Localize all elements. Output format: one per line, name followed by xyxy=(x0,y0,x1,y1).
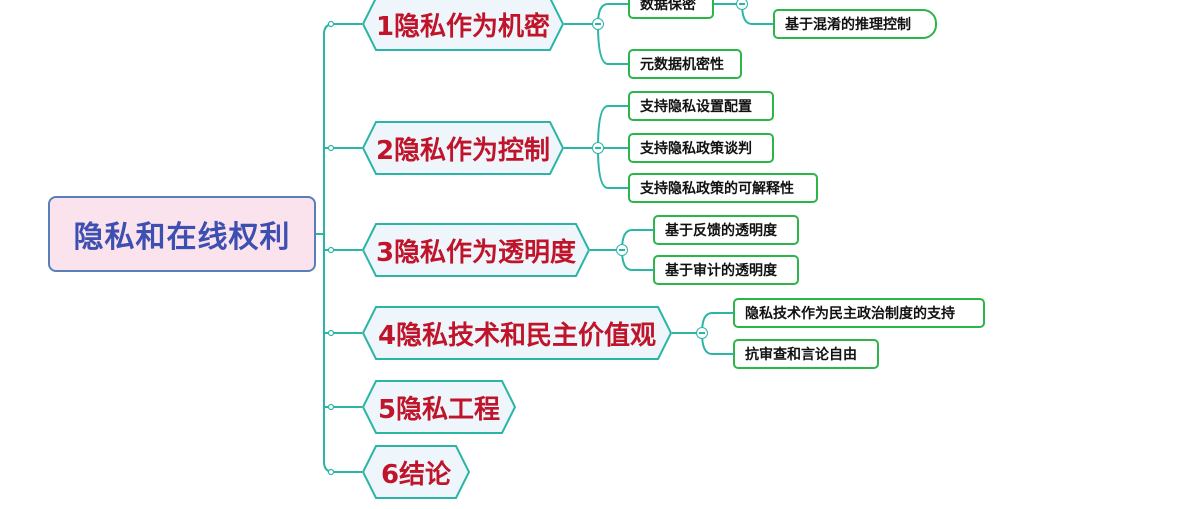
branch-node-2[interactable]: 2隐私作为控制 xyxy=(361,121,565,175)
leaf-node[interactable]: 抗审查和言论自由 xyxy=(733,339,879,369)
collapse-toggle-branch-4[interactable] xyxy=(696,327,708,339)
branch-node-1[interactable]: 1隐私作为机密 xyxy=(361,0,565,51)
branch-label-6: 6结论 xyxy=(380,459,452,490)
leaf-node[interactable]: 基于审计的透明度 xyxy=(653,255,799,285)
hexagon-shape xyxy=(361,223,591,277)
branch-node-6[interactable]: 6结论 xyxy=(361,445,471,499)
leaf-node[interactable]: 元数据机密性 xyxy=(628,49,742,79)
leaf-node[interactable]: 支持隐私政策的可解释性 xyxy=(628,173,818,203)
collapse-toggle-branch-3[interactable] xyxy=(616,244,628,256)
branch-label-2: 2隐私作为控制 xyxy=(375,135,551,166)
collapse-toggle-subleaf[interactable] xyxy=(736,0,748,10)
leaf-node[interactable]: 数据保密 xyxy=(628,0,714,19)
branch-label-5: 5隐私工程 xyxy=(377,394,501,425)
leaf-node[interactable]: 基于混淆的推理控制 xyxy=(773,9,937,39)
hexagon-shape xyxy=(361,121,565,175)
collapse-toggle-branch-1[interactable] xyxy=(592,18,604,30)
branch-label-3: 3隐私作为透明度 xyxy=(375,237,577,268)
hexagon-shape xyxy=(361,445,471,499)
leaf-node[interactable]: 支持隐私设置配置 xyxy=(628,91,774,121)
leaf-node[interactable]: 隐私技术作为民主政治制度的支持 xyxy=(733,298,985,328)
leaf-node[interactable]: 支持隐私政策谈判 xyxy=(628,133,774,163)
branch-node-5[interactable]: 5隐私工程 xyxy=(361,380,517,434)
branch-node-3[interactable]: 3隐私作为透明度 xyxy=(361,223,591,277)
hexagon-shape xyxy=(361,380,517,434)
branch-label-1: 1隐私作为机密 xyxy=(375,11,551,42)
hexagon-shape xyxy=(361,0,565,51)
branch-node-4[interactable]: 4隐私技术和民主价值观 xyxy=(361,306,673,360)
leaf-node[interactable]: 基于反馈的透明度 xyxy=(653,215,799,245)
branch-label-4: 4隐私技术和民主价值观 xyxy=(377,320,657,351)
root-node[interactable]: 隐私和在线权利 xyxy=(48,196,316,272)
hexagon-shape xyxy=(361,306,673,360)
collapse-toggle-branch-2[interactable] xyxy=(592,142,604,154)
root-label: 隐私和在线权利 xyxy=(73,220,291,255)
